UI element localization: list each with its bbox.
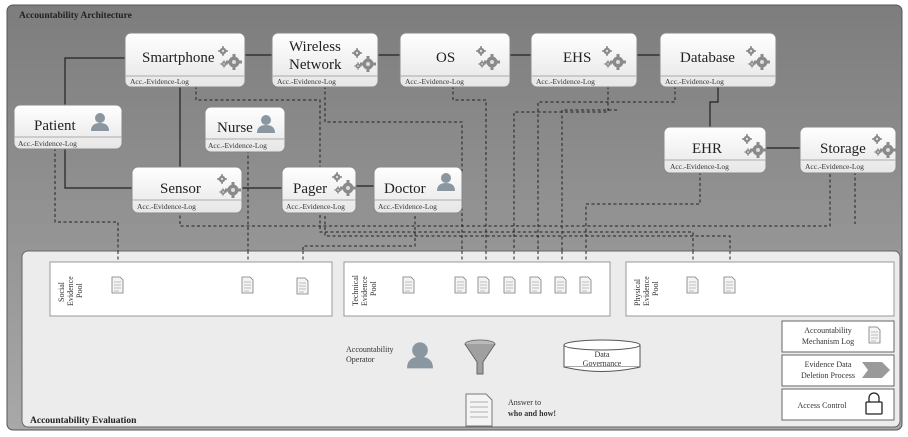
- pool-label-1: Physical: [633, 278, 642, 306]
- pool-label-3: Pool: [651, 281, 660, 296]
- evidence-log-label: Acc.-Evidence-Log: [277, 77, 336, 86]
- document-icon: [579, 276, 592, 294]
- technical-evidence-pool: Technical Evidence Pool: [343, 261, 611, 317]
- node-nurse: Nurse Acc.-Evidence-Log: [204, 106, 286, 153]
- node-label: OS: [436, 50, 455, 66]
- document-icon: [554, 276, 567, 294]
- document-icon: [686, 276, 699, 294]
- document-icon: [503, 276, 516, 294]
- legend-log: Accountability Mechanism Log: [781, 320, 895, 353]
- node-patient: Patient Acc.-Evidence-Log: [13, 104, 123, 150]
- answer-label-1: Answer to: [508, 398, 541, 407]
- legend-deletion-label-2: Deletion Process: [801, 371, 855, 380]
- node-pager: Pager Acc.-Evidence-Log: [281, 166, 357, 214]
- document-icon: [723, 276, 736, 294]
- document-icon: [402, 276, 415, 294]
- node-label: Doctor: [384, 181, 426, 197]
- evidence-log-label: Acc.-Evidence-Log: [286, 202, 345, 211]
- node-doctor: Doctor Acc.-Evidence-Log: [373, 166, 463, 214]
- pool-label-3: Pool: [75, 283, 84, 298]
- evidence-log-label: Acc.-Evidence-Log: [665, 77, 724, 86]
- node-os: OS Acc.-Evidence-Log: [399, 32, 511, 88]
- answer-document-icon: [465, 393, 493, 427]
- legend-access-label: Access Control: [797, 401, 847, 410]
- node-wireless-network: Wireless Network Acc.-Evidence-Log: [271, 32, 379, 88]
- architecture-title: Accountability Architecture: [19, 11, 132, 21]
- document-icon: [296, 277, 309, 295]
- operator-label-2: Operator: [346, 355, 375, 364]
- node-label-line2: Network: [289, 57, 342, 73]
- pool-label-2: Evidence: [642, 276, 651, 306]
- node-label: EHR: [692, 141, 722, 157]
- data-governance-database-icon: Data Governance: [563, 339, 641, 372]
- data-governance-label-2: Governance: [583, 359, 622, 368]
- accountability-operator: Accountability Operator: [346, 342, 433, 369]
- node-sensor: Sensor Acc.-Evidence-Log: [131, 166, 243, 214]
- document-icon: [111, 276, 124, 294]
- node-ehs: EHS Acc.-Evidence-Log: [530, 32, 638, 88]
- document-icon: [868, 326, 881, 344]
- evaluation-title: Accountability Evaluation: [30, 416, 137, 426]
- node-label-line1: Wireless: [289, 39, 341, 55]
- chevron-arrow-icon: [862, 362, 890, 378]
- legend-access: Access Control: [781, 388, 895, 421]
- legend-deletion-label-1: Evidence Data: [805, 360, 852, 369]
- evidence-log-label: Acc.-Evidence-Log: [18, 139, 77, 148]
- pool-label-2: Evidence: [360, 276, 369, 306]
- evidence-log-label: Acc.-Evidence-Log: [805, 162, 864, 171]
- operator-label-1: Accountability: [346, 345, 394, 354]
- node-label: Smartphone: [142, 50, 215, 66]
- node-label: Storage: [820, 141, 866, 157]
- document-icon: [529, 276, 542, 294]
- node-label: Pager: [293, 181, 327, 197]
- node-ehr: EHR Acc.-Evidence-Log: [663, 126, 767, 174]
- evidence-log-label: Acc.-Evidence-Log: [670, 162, 729, 171]
- pool-label-3: Pool: [369, 281, 378, 296]
- node-label: Nurse: [217, 120, 253, 136]
- document-icon: [454, 276, 467, 294]
- legend: Accountability Mechanism Log Evidence Da…: [781, 320, 895, 421]
- data-governance-label-1: Data: [594, 350, 610, 359]
- physical-evidence-pool: Physical Evidence Pool: [625, 261, 895, 317]
- document-icon: [477, 276, 490, 294]
- person-icon: [407, 342, 433, 369]
- node-smartphone: Smartphone Acc.-Evidence-Log: [124, 32, 246, 88]
- node-database: Database Acc.-Evidence-Log: [659, 32, 777, 88]
- evidence-log-label: Acc.-Evidence-Log: [378, 202, 437, 211]
- evidence-log-label: Acc.-Evidence-Log: [405, 77, 464, 86]
- evidence-log-label: Acc.-Evidence-Log: [536, 77, 595, 86]
- document-icon: [241, 276, 254, 294]
- evidence-log-label: Acc.-Evidence-Log: [208, 141, 267, 150]
- social-evidence-pool: Social Evidence Pool: [49, 261, 333, 317]
- pool-label-1: Social: [57, 281, 66, 302]
- evidence-log-label: Acc.-Evidence-Log: [137, 202, 196, 211]
- pool-label-2: Evidence: [66, 276, 75, 306]
- node-label: Database: [680, 50, 735, 66]
- legend-log-label-2: Mechanism Log: [802, 337, 854, 346]
- legend-log-label-1: Accountability: [804, 326, 852, 335]
- node-label: EHS: [563, 50, 591, 66]
- node-label: Sensor: [160, 181, 201, 197]
- legend-deletion: Evidence Data Deletion Process: [781, 354, 895, 387]
- answer-label-2: who and how!: [508, 409, 556, 418]
- filter-funnel-icon: [464, 339, 496, 375]
- node-label: Patient: [34, 118, 76, 134]
- node-storage: Storage Acc.-Evidence-Log: [799, 126, 897, 174]
- evidence-log-label: Acc.-Evidence-Log: [130, 77, 189, 86]
- pool-label-1: Technical: [351, 274, 360, 306]
- lock-icon: [865, 392, 883, 415]
